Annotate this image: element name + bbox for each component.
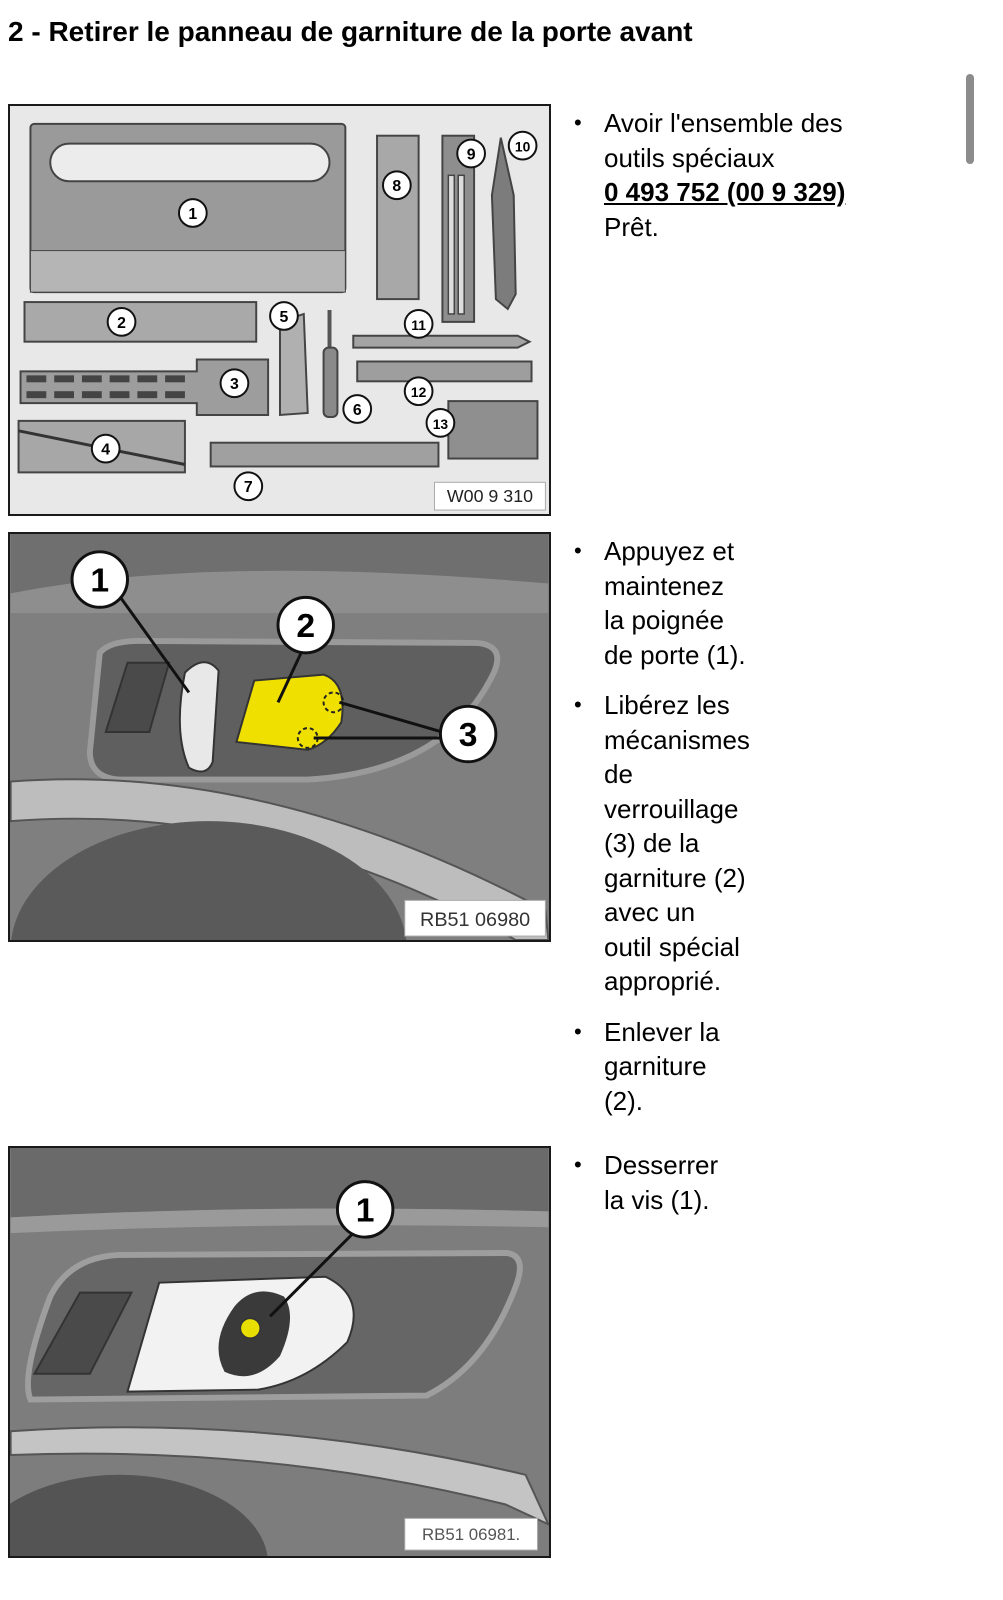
tool-13 <box>447 400 539 460</box>
svg-text:1: 1 <box>188 206 197 223</box>
svg-text:5: 5 <box>280 309 289 326</box>
page-title: 2 - Retirer le panneau de garniture de l… <box>8 16 693 47</box>
svg-text:10: 10 <box>515 139 531 155</box>
tool-6 <box>322 346 339 418</box>
step-release-clips: Libérez les mécanismes de verrouillage (… <box>574 688 750 999</box>
handle-clips-illustration: 1 2 3 RB51 06980 <box>10 534 549 940</box>
step-list-handle: Appuyez et maintenez la poignée de porte… <box>574 534 750 1118</box>
callout-13: 13 <box>425 408 456 438</box>
callout-11: 11 <box>403 309 434 339</box>
callout-2: 2 <box>276 595 335 655</box>
step-press-handle: Appuyez et maintenez la poignée de porte… <box>574 534 750 672</box>
screw-illustration: 1 RB51 06981. <box>10 1148 549 1556</box>
callout-4: 4 <box>90 433 121 464</box>
handle-clips-figure: 1 2 3 RB51 06980 <box>8 532 551 942</box>
trim-highlight <box>235 673 344 751</box>
step-list-screw: Desserrer la vis (1). <box>574 1148 718 1217</box>
callout-3: 3 <box>219 368 250 399</box>
callout-12: 12 <box>403 376 434 407</box>
tool-set-code-link[interactable]: 0 493 752 (00 9 329) <box>604 177 846 207</box>
callout-1: 1 <box>335 1180 395 1239</box>
svg-text:6: 6 <box>353 402 362 419</box>
tool-3 <box>19 358 270 416</box>
figure-ref-tools: W00 9 310 <box>447 486 533 506</box>
step-list-tools: Avoir l'ensemble des outils spéciaux 0 4… <box>574 106 845 244</box>
callout-6: 6 <box>342 394 373 424</box>
figure-ref-clips: RB51 06980 <box>420 909 530 931</box>
screw-figure: 1 RB51 06981. <box>8 1146 551 1558</box>
tool-12 <box>356 360 533 383</box>
tool-7 <box>209 441 440 468</box>
svg-text:12: 12 <box>411 384 427 400</box>
svg-text:3: 3 <box>459 717 478 754</box>
svg-text:2: 2 <box>296 608 315 645</box>
tools-illustration: 1 2 3 4 5 6 7 8 9 10 11 12 13 W00 9 310 <box>17 122 546 511</box>
svg-text:4: 4 <box>101 442 110 459</box>
step-loosen-screw: Desserrer la vis (1). <box>574 1148 718 1217</box>
tool-11 <box>352 334 532 349</box>
callout-10: 10 <box>507 130 538 161</box>
svg-text:3: 3 <box>230 376 239 393</box>
callout-5: 5 <box>269 301 299 331</box>
svg-text:2: 2 <box>117 315 126 332</box>
svg-text:7: 7 <box>244 479 253 496</box>
callout-7: 7 <box>233 471 264 502</box>
screw-highlight <box>239 1317 261 1339</box>
tools-figure: 1 2 3 4 5 6 7 8 9 10 11 12 13 W00 9 310 <box>8 104 551 516</box>
callout-1: 1 <box>70 550 129 609</box>
svg-text:8: 8 <box>392 178 401 195</box>
callout-3: 3 <box>438 704 498 764</box>
svg-text:13: 13 <box>433 416 449 432</box>
callout-8: 8 <box>381 170 412 201</box>
svg-text:1: 1 <box>90 562 109 599</box>
svg-text:11: 11 <box>411 317 426 333</box>
tool-8 <box>376 134 420 301</box>
door-handle <box>178 661 220 773</box>
step-remove-trim: Enlever la garniture (2). <box>574 1015 750 1119</box>
figure-ref-screw: RB51 06981. <box>422 1525 520 1544</box>
svg-text:1: 1 <box>356 1192 375 1229</box>
svg-text:9: 9 <box>467 146 476 163</box>
tool-2 <box>23 301 258 343</box>
step-prepare-tools: Avoir l'ensemble des outils spéciaux 0 4… <box>574 106 845 244</box>
callout-9: 9 <box>456 138 486 169</box>
callout-2: 2 <box>106 307 137 337</box>
scrollbar[interactable] <box>966 74 974 164</box>
tool-10 <box>490 137 517 311</box>
callout-1: 1 <box>177 198 208 228</box>
